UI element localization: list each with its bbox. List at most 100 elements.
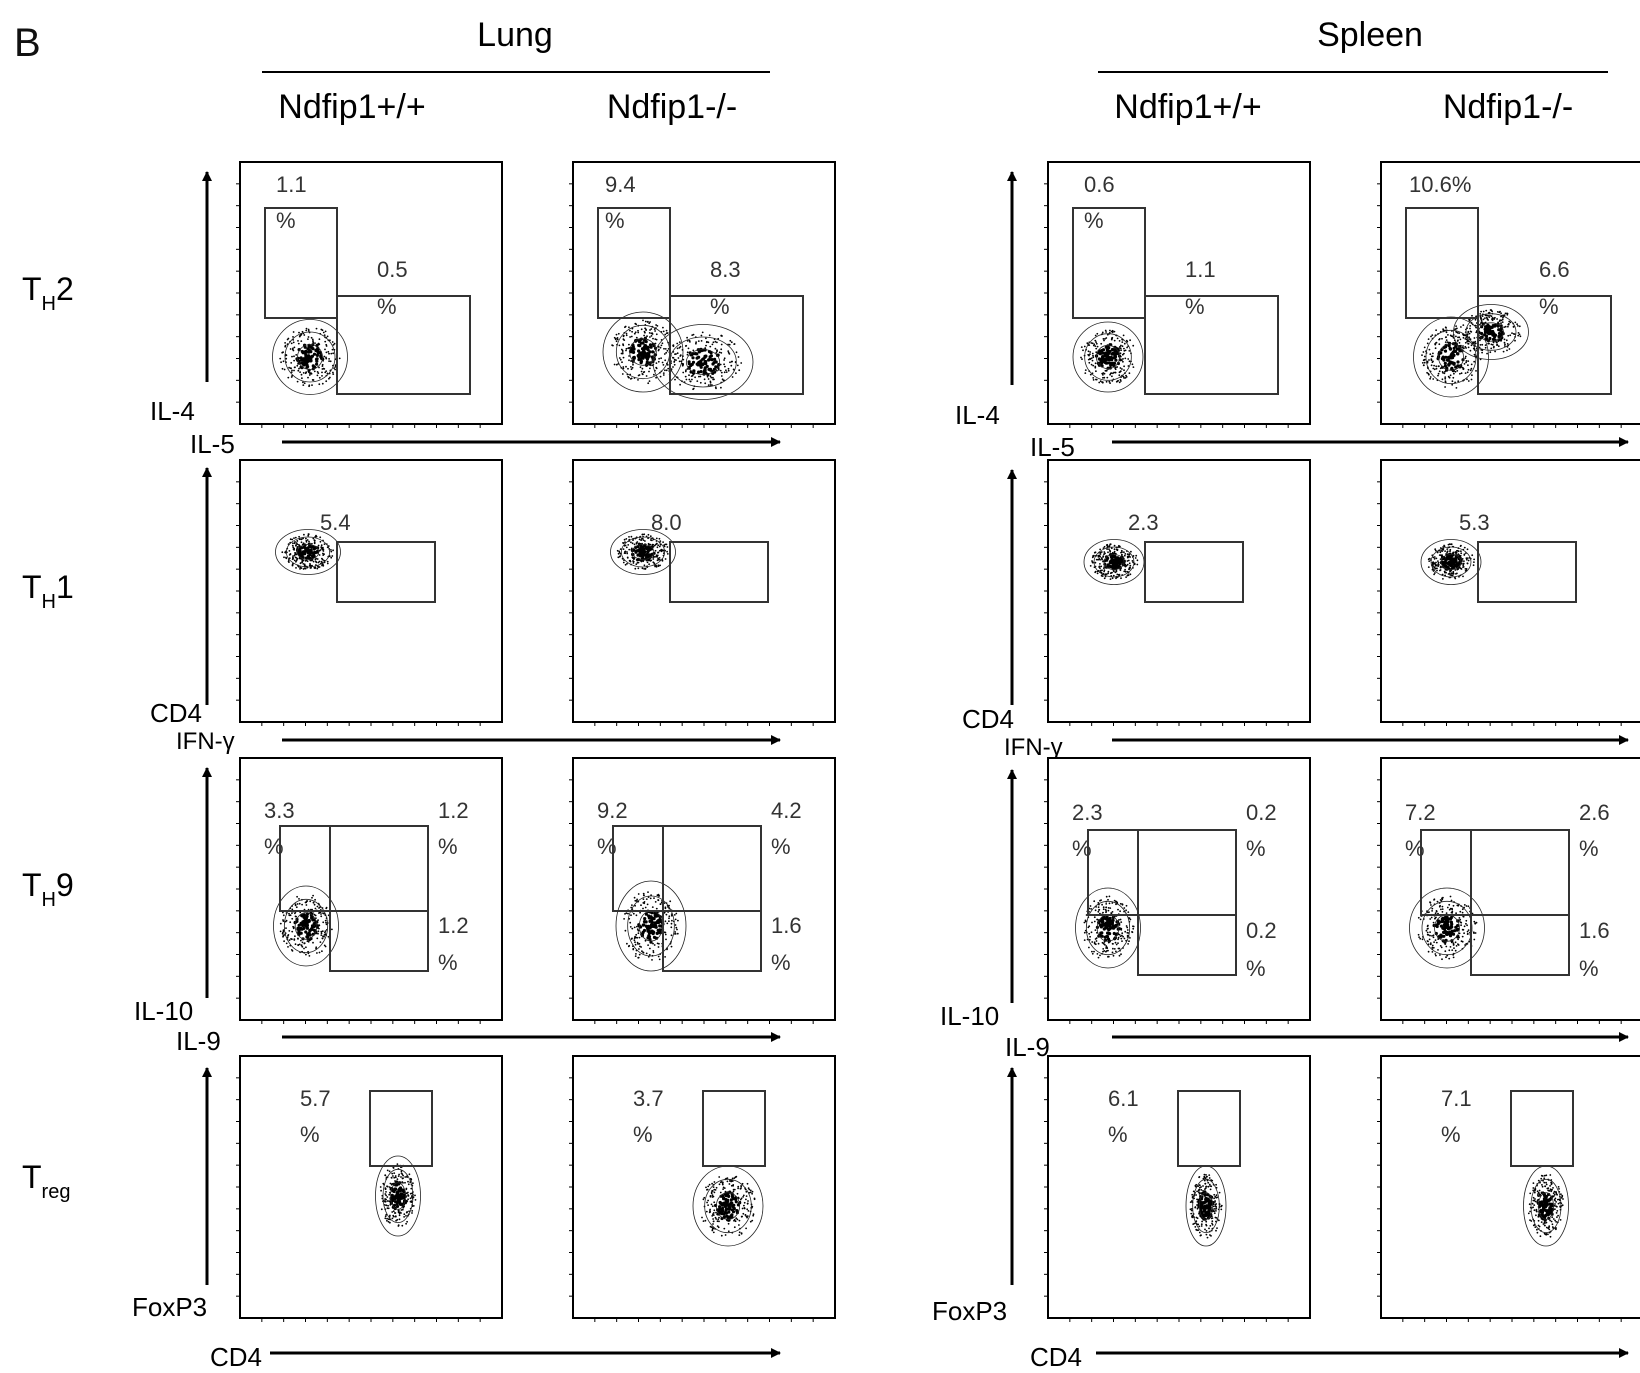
event-dot [1461, 346, 1463, 349]
event-dot [642, 928, 647, 933]
event-dot [1542, 1199, 1546, 1203]
event-dot [635, 542, 638, 545]
event-dot [1534, 1226, 1537, 1228]
event-dot [1455, 912, 1457, 915]
event-dot [1538, 1189, 1541, 1192]
event-dot [1421, 938, 1424, 941]
event-dot [635, 953, 637, 955]
event-dot [294, 541, 296, 543]
event-dot [295, 544, 297, 546]
event-dot [1467, 559, 1470, 562]
event-dot [709, 345, 712, 348]
event-dot [1103, 376, 1106, 379]
event-dot [664, 956, 666, 958]
event-dot [658, 348, 660, 351]
event-dot [1115, 569, 1118, 572]
event-dot [1442, 578, 1444, 580]
event-dot [1474, 342, 1477, 345]
event-dot [728, 353, 731, 355]
event-dot [318, 554, 321, 556]
event-dot [1517, 325, 1519, 327]
event-dot [1439, 569, 1441, 572]
event-dot [744, 1214, 747, 1216]
event-dot [1474, 932, 1477, 934]
event-dot [1482, 310, 1485, 313]
event-dot [712, 341, 715, 344]
event-dot [1467, 380, 1470, 382]
event-dot [1488, 336, 1492, 341]
event-dot [1115, 903, 1117, 906]
event-dot [1448, 957, 1451, 960]
event-dot [635, 563, 638, 566]
event-dot [1118, 340, 1121, 342]
event-dot [1427, 338, 1430, 340]
event-dot [1194, 1206, 1197, 1209]
event-dot [674, 924, 677, 926]
event-dot [407, 1195, 410, 1197]
event-dot [1546, 1187, 1549, 1190]
event-dot [1128, 360, 1131, 363]
event-dot [652, 950, 655, 952]
event-dot [387, 1220, 390, 1223]
event-dot [321, 937, 324, 940]
event-dot [1445, 912, 1448, 914]
event-dot [639, 351, 643, 355]
event-dot [1489, 351, 1492, 354]
event-dot [1121, 940, 1123, 942]
event-dot [1111, 331, 1114, 334]
event-dot [658, 958, 661, 961]
event-dot [710, 1203, 713, 1206]
event-dot [1103, 566, 1106, 568]
event-dot [631, 904, 633, 906]
event-dot [1503, 338, 1506, 341]
event-dot [1211, 1179, 1214, 1182]
event-dot [637, 349, 641, 353]
event-dot [300, 340, 303, 342]
event-dot [1131, 931, 1134, 934]
event-dot [1097, 942, 1100, 945]
event-dot [1471, 374, 1473, 377]
event-dot [625, 365, 627, 368]
event-dot [726, 1180, 729, 1183]
event-dot [310, 566, 312, 569]
event-dot [1091, 941, 1094, 943]
event-dot [1533, 1199, 1536, 1202]
event-dot [1460, 550, 1462, 553]
event-dot [629, 329, 631, 332]
event-dot [1447, 334, 1449, 336]
event-dot [1468, 332, 1471, 335]
event-dot [1111, 951, 1114, 954]
event-dot [1108, 545, 1111, 548]
event-dot [328, 377, 330, 380]
event-dot [681, 349, 684, 351]
event-dot [692, 349, 695, 352]
event-dot [749, 1189, 752, 1192]
event-dot [1547, 1233, 1549, 1236]
density-contour [1538, 1192, 1554, 1220]
event-dot [1205, 1224, 1208, 1227]
event-dot [641, 533, 644, 536]
event-dot [1540, 1221, 1543, 1223]
event-dot [1465, 361, 1467, 364]
event-dot [1084, 919, 1087, 922]
density-contour [1072, 321, 1144, 393]
event-dot [1545, 1181, 1547, 1184]
event-dot [1427, 924, 1429, 927]
event-dot [715, 1186, 718, 1189]
event-dot [743, 1201, 746, 1204]
event-dot [301, 558, 303, 561]
event-dot [1096, 345, 1099, 348]
event-dot [625, 546, 628, 549]
event-dot [1451, 949, 1454, 951]
event-dot [622, 338, 625, 341]
event-dot [1093, 950, 1095, 953]
event-dot [633, 939, 636, 942]
event-dot [1452, 572, 1455, 574]
event-dot [655, 907, 658, 910]
event-dot [706, 375, 709, 378]
axis-ticks [236, 1077, 481, 1322]
event-dot [296, 540, 299, 542]
event-dot [652, 558, 655, 560]
event-dot [730, 341, 733, 344]
event-dot [1491, 324, 1495, 328]
